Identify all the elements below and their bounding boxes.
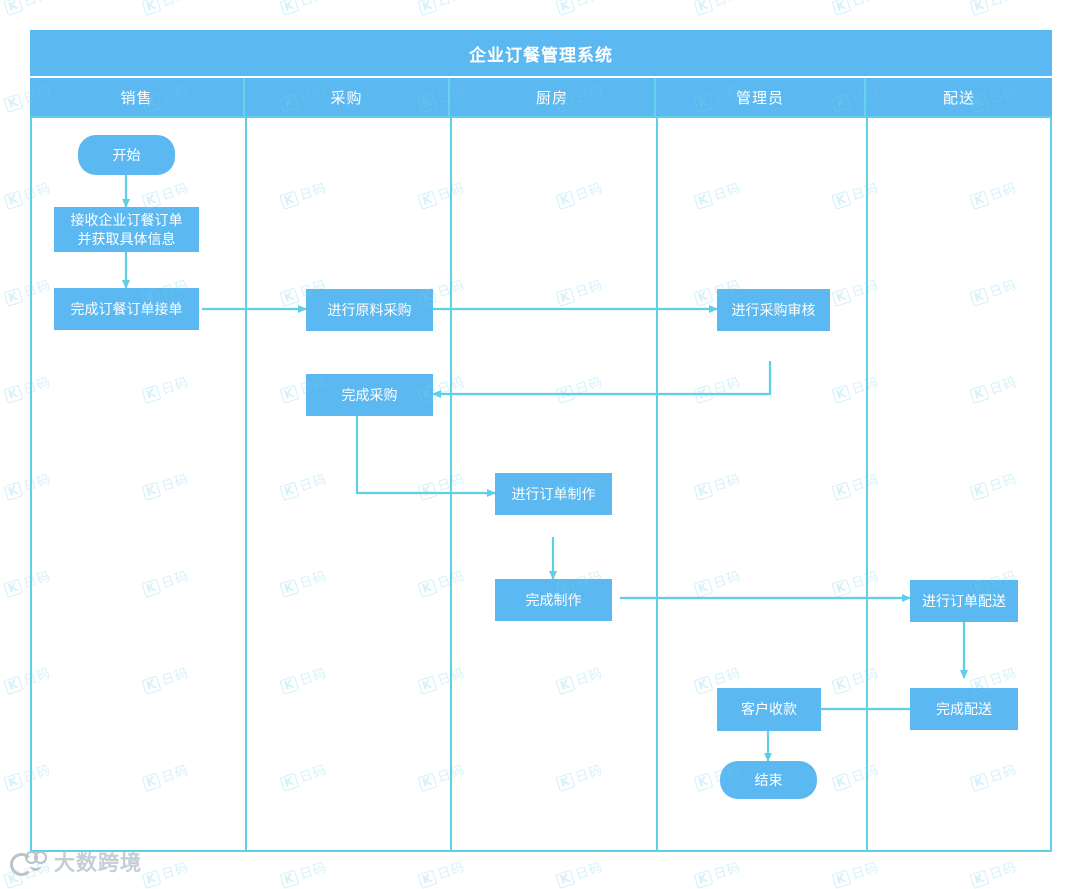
lane-header-admin[interactable]: 管理员 xyxy=(656,78,866,116)
lane-header-kitchen[interactable]: 厨房 xyxy=(450,78,656,116)
watermark-text: K日码 xyxy=(416,856,467,889)
node-receive-order[interactable]: 接收企业订餐订单 并获取具体信息 xyxy=(54,207,199,252)
node-start[interactable]: 开始 xyxy=(78,135,175,175)
lane-frame-top-border xyxy=(30,116,1052,118)
watermark-text: K日码 xyxy=(278,856,329,889)
node-order-production[interactable]: 进行订单制作 xyxy=(495,473,612,515)
lane-divider-4 xyxy=(866,118,868,852)
site-logo: 大数跨境 xyxy=(8,845,142,879)
diagram-title: 企业订餐管理系统 xyxy=(30,30,1052,76)
node-purchase-complete[interactable]: 完成采购 xyxy=(306,374,433,416)
lane-body-frame xyxy=(30,118,1052,852)
node-production-complete[interactable]: 完成制作 xyxy=(495,579,612,621)
node-end[interactable]: 结束 xyxy=(720,761,817,799)
node-accept-order[interactable]: 完成订餐订单接单 xyxy=(54,288,199,330)
logo-circles-icon xyxy=(8,850,48,876)
watermark-text: K日码 xyxy=(830,0,881,16)
watermark-text: K日码 xyxy=(416,0,467,16)
watermark-text: K日码 xyxy=(140,0,191,16)
watermark-text: K日码 xyxy=(278,0,329,16)
lane-divider-1 xyxy=(245,118,247,852)
logo-wordmark: 大数跨境 xyxy=(54,851,142,875)
connector-layer xyxy=(122,175,968,762)
lane-divider-3 xyxy=(656,118,658,852)
lane-divider-2 xyxy=(450,118,452,852)
node-delivery-complete[interactable]: 完成配送 xyxy=(910,688,1018,730)
watermark-text: K日码 xyxy=(692,0,743,16)
watermark-text: K日码 xyxy=(554,856,605,889)
watermark-text: K日码 xyxy=(140,856,191,889)
watermark-text: K日码 xyxy=(968,856,1019,889)
watermark-text: K日码 xyxy=(554,0,605,16)
watermark-text: K日码 xyxy=(2,0,53,16)
watermark-text: K日码 xyxy=(692,856,743,889)
edge-audit-purchasedone xyxy=(432,361,772,398)
swimlane-diagram: 企业订餐管理系统 销售 采购 厨房 管理员 配送 xyxy=(30,30,1052,852)
watermark-text: K日码 xyxy=(968,0,1019,16)
node-order-delivery[interactable]: 进行订单配送 xyxy=(910,580,1018,622)
node-purchase-audit[interactable]: 进行采购审核 xyxy=(717,289,830,331)
edge-purchasedone-makeorder xyxy=(355,416,496,497)
lane-header-sales[interactable]: 销售 xyxy=(30,78,245,116)
lane-header-delivery[interactable]: 配送 xyxy=(866,78,1052,116)
lane-header-row: 销售 采购 厨房 管理员 配送 xyxy=(30,78,1052,116)
node-customer-payment[interactable]: 客户收款 xyxy=(717,688,821,731)
lane-header-purchasing[interactable]: 采购 xyxy=(245,78,450,116)
node-raw-material-purchase[interactable]: 进行原料采购 xyxy=(306,289,433,331)
watermark-text: K日码 xyxy=(830,856,881,889)
